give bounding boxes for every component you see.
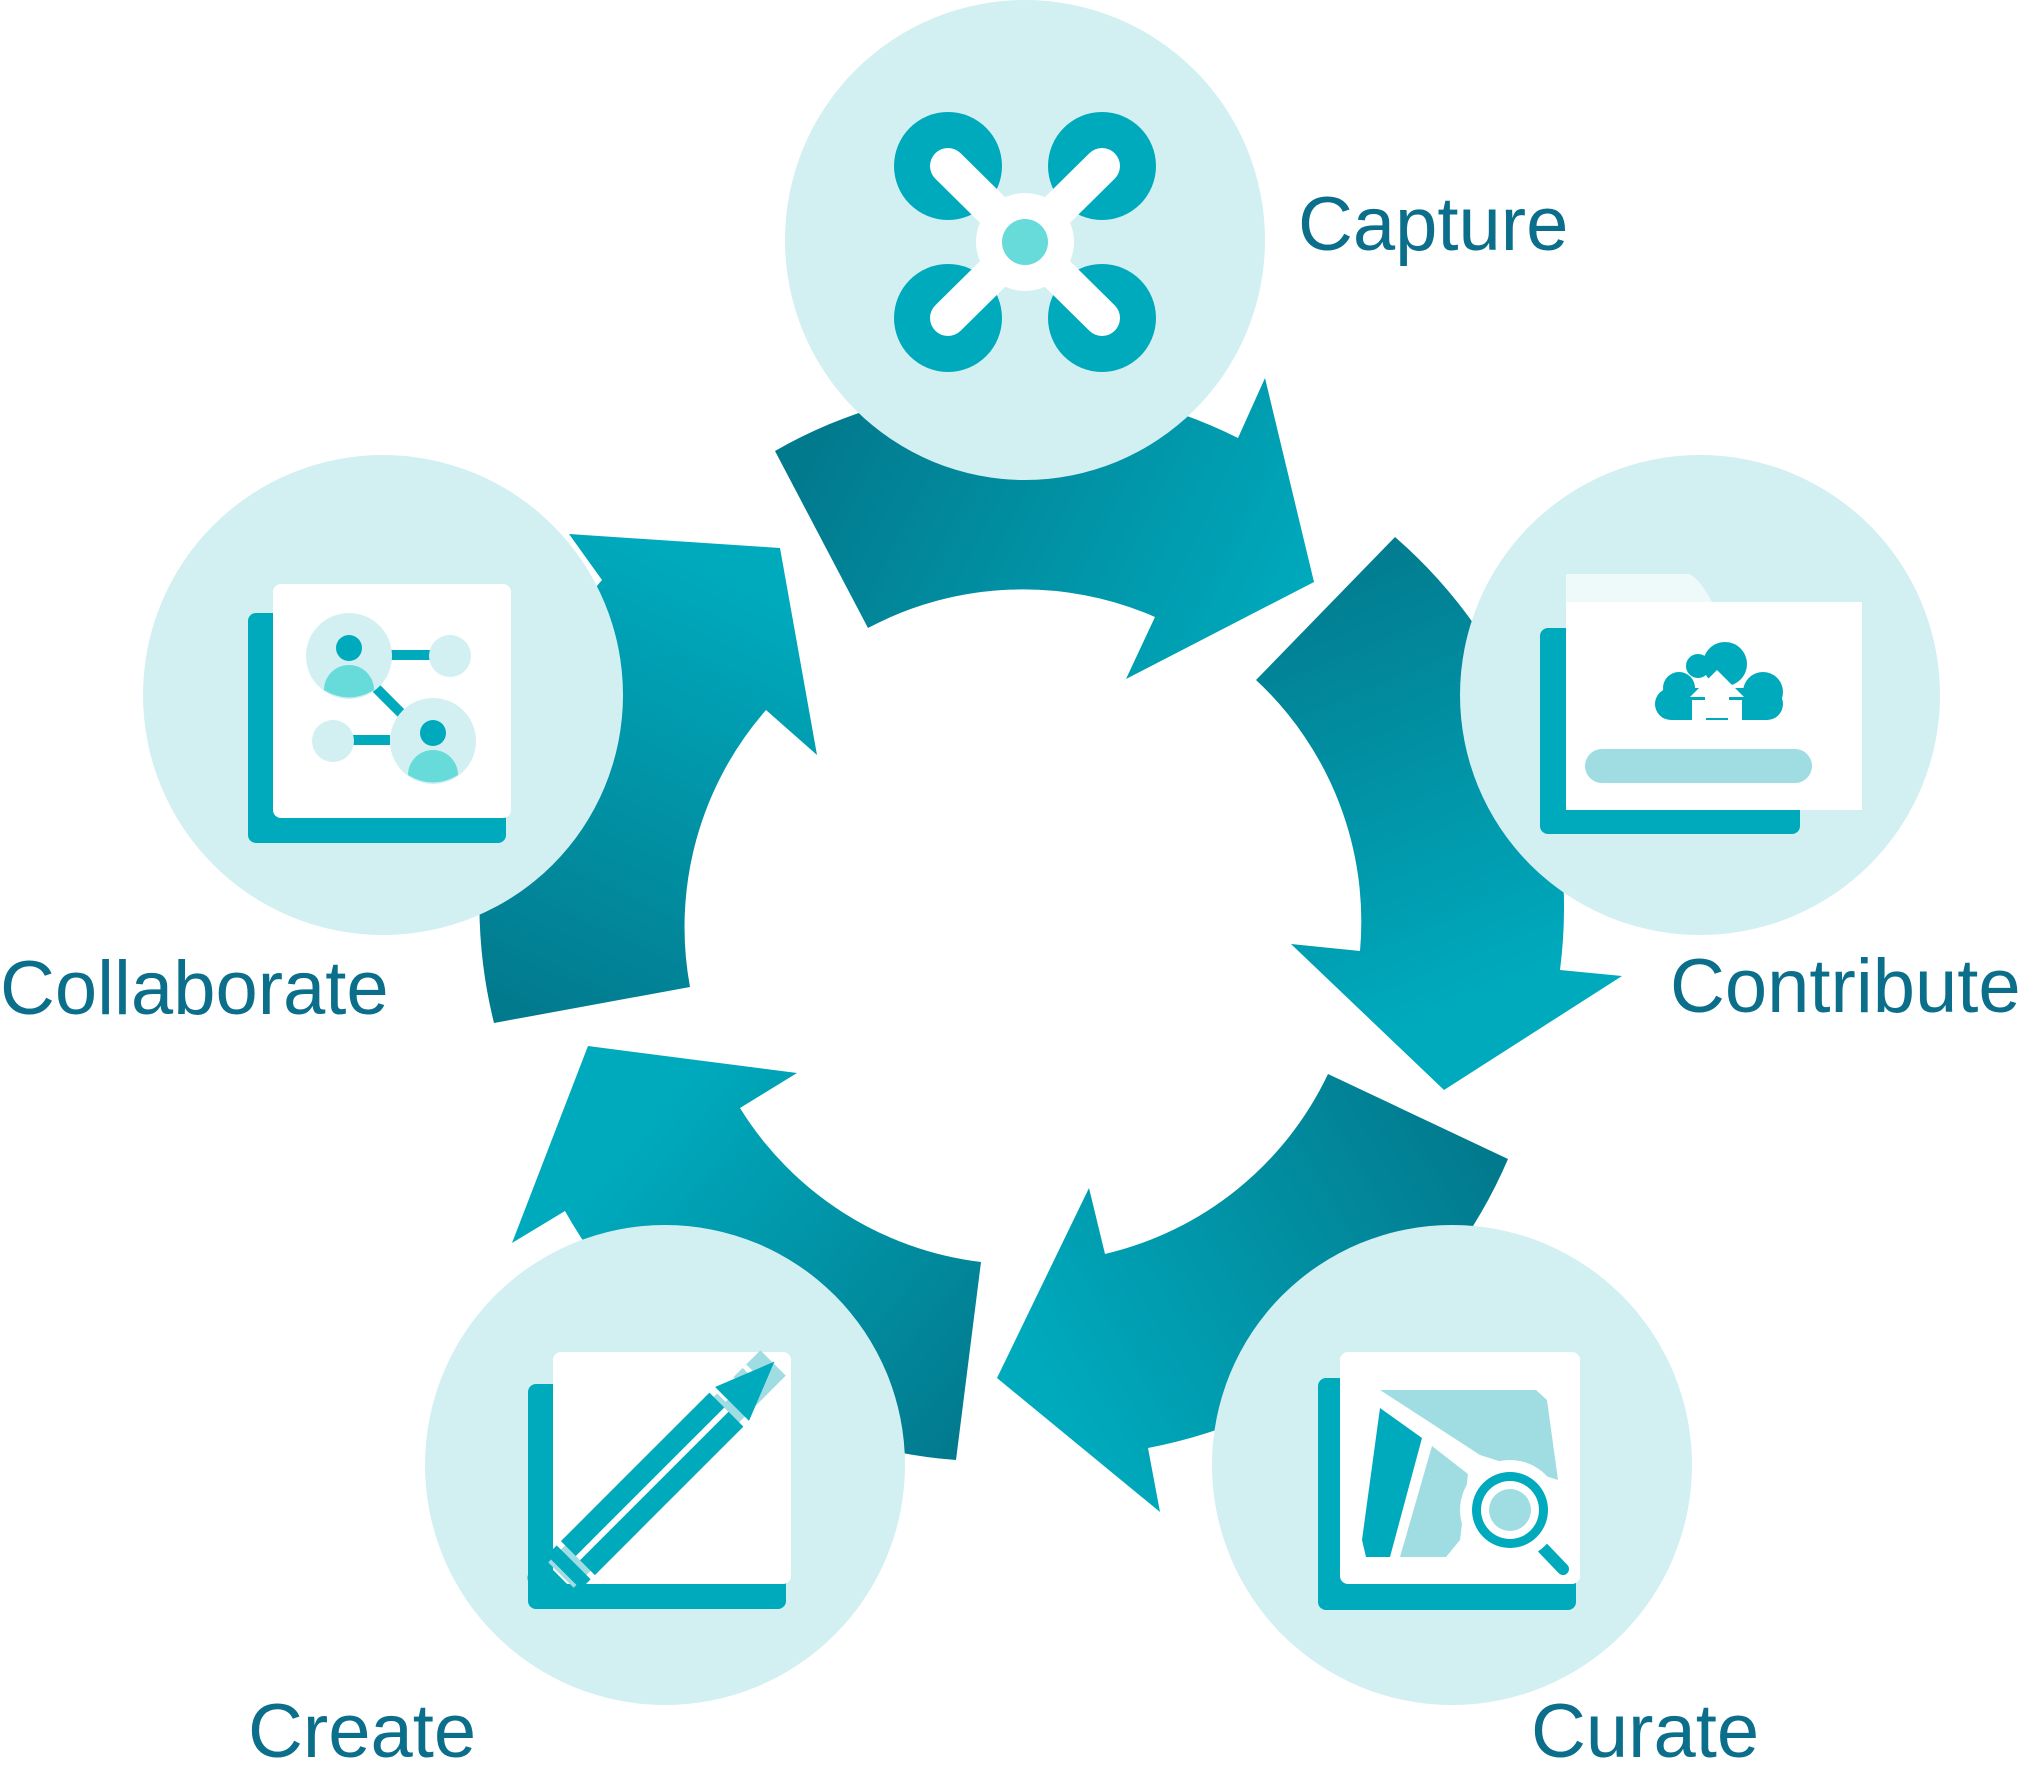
label-contribute: Contribute <box>1670 944 2021 1029</box>
drone-icon <box>894 112 1156 372</box>
label-create: Create <box>248 1689 476 1774</box>
label-collaborate: Collaborate <box>0 946 389 1031</box>
label-curate: Curate <box>1531 1689 1759 1774</box>
label-capture: Capture <box>1298 182 1568 267</box>
magnifier-icon <box>1460 1460 1574 1580</box>
cloud-upload-icon <box>1655 642 1783 722</box>
arrow-contribute-to-curate <box>1256 537 1622 1090</box>
folder-cloud-upload-icon <box>1540 574 1862 834</box>
people-network-icon <box>248 584 511 843</box>
pencil-ruler-icon <box>527 1350 791 1609</box>
person-icon <box>390 698 476 784</box>
person-icon <box>306 613 392 699</box>
arrow-capture-to-contribute <box>775 378 1314 679</box>
map-search-icon <box>1318 1352 1580 1610</box>
pencil-icon <box>527 1361 775 1609</box>
arrow-curate-to-create <box>997 1074 1508 1512</box>
